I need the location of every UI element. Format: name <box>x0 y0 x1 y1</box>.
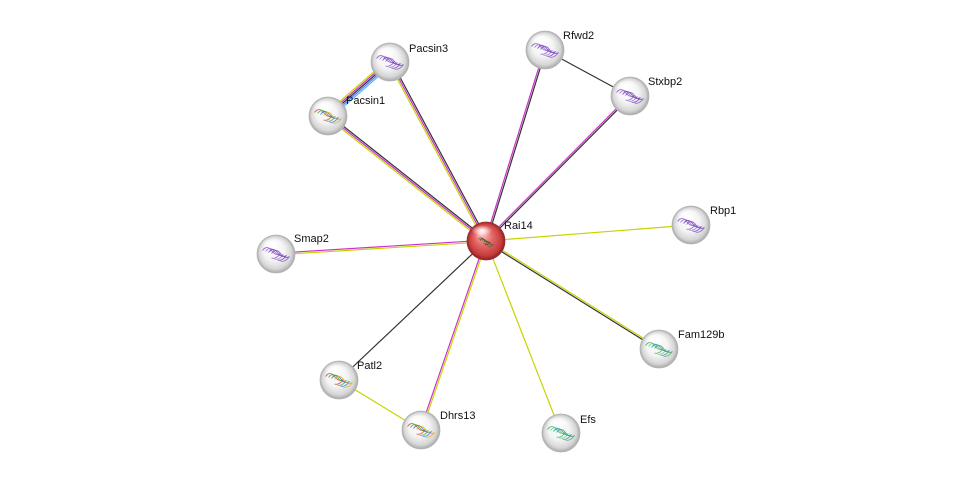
structure-trace <box>683 220 702 232</box>
ball-highlight <box>375 46 397 57</box>
structure-trace <box>320 111 339 123</box>
node-stxbp2[interactable]: Stxbp2 <box>610 76 682 116</box>
node-label-rai14: Rai14 <box>504 220 533 232</box>
edge-evidence-line <box>390 60 489 241</box>
edge-evidence-line <box>338 240 487 381</box>
structure-trace <box>323 112 342 124</box>
structure-trace <box>651 344 670 356</box>
structure-trace <box>556 429 575 441</box>
node-efs[interactable]: Efs <box>541 413 596 453</box>
ball-highlight <box>471 225 493 236</box>
ball-highlight <box>676 209 698 220</box>
structure-trace <box>413 425 432 437</box>
edge-rai14-rbp1[interactable] <box>485 224 692 242</box>
edge-evidence-line <box>326 116 486 243</box>
node-rfwd2[interactable]: Rfwd2 <box>525 30 594 70</box>
edge-evidence-line <box>485 239 661 349</box>
structure-trace <box>382 57 401 69</box>
node-label-pacsin3: Pacsin3 <box>409 43 448 55</box>
edges-layer <box>275 49 692 434</box>
ball-highlight <box>530 34 552 45</box>
node-label-pacsin1: Pacsin1 <box>346 95 385 107</box>
ball-highlight <box>644 333 666 344</box>
edge-rai14-efs[interactable] <box>485 240 562 434</box>
node-label-efs: Efs <box>580 414 596 426</box>
edge-rai14-pacsin1[interactable] <box>326 114 488 243</box>
edge-evidence-line <box>328 114 488 241</box>
ball-highlight <box>324 364 346 375</box>
structure-trace <box>537 45 556 57</box>
edge-evidence-line <box>484 241 660 351</box>
node-label-rfwd2: Rfwd2 <box>563 30 594 42</box>
structure-trace <box>625 92 644 104</box>
structure-trace <box>540 46 559 58</box>
ball-highlight <box>261 238 283 249</box>
node-pacsin3[interactable]: Pacsin3 <box>370 42 448 82</box>
edge-rai14-fam129b[interactable] <box>484 239 661 351</box>
edge-rai14-rfwd2[interactable] <box>484 49 547 242</box>
edge-evidence-line <box>419 240 486 431</box>
node-patl2[interactable]: Patl2 <box>319 360 382 400</box>
ball-highlight <box>313 100 335 111</box>
node-dhrs13[interactable]: Dhrs13 <box>401 410 475 450</box>
structure-trace <box>385 58 404 70</box>
edge-evidence-line <box>421 240 488 431</box>
node-label-patl2: Patl2 <box>357 360 382 372</box>
edge-evidence-line <box>485 95 632 243</box>
node-fam129b[interactable]: Fam129b <box>639 329 724 369</box>
edge-rai14-dhrs13[interactable] <box>419 240 488 431</box>
structure-trace <box>416 426 435 438</box>
node-label-smap2: Smap2 <box>294 233 329 245</box>
structure-trace <box>654 345 673 357</box>
edge-rai14-stxbp2[interactable] <box>484 94 632 243</box>
structure-trace <box>553 428 572 440</box>
ball-highlight <box>406 414 428 425</box>
edge-evidence-line <box>484 94 631 242</box>
edge-evidence-line <box>485 240 562 434</box>
node-smap2[interactable]: Smap2 <box>256 233 329 274</box>
node-label-rbp1: Rbp1 <box>710 205 736 217</box>
edge-rai14-smap2[interactable] <box>275 239 487 256</box>
node-label-dhrs13: Dhrs13 <box>440 410 475 422</box>
edge-rai14-pacsin3[interactable] <box>387 60 489 243</box>
structure-trace <box>622 91 641 103</box>
node-rbp1[interactable]: Rbp1 <box>671 205 736 245</box>
edge-evidence-line <box>486 49 547 242</box>
structure-trace <box>331 375 350 387</box>
edge-evidence-line <box>275 241 487 256</box>
edge-rai14-patl2[interactable] <box>338 240 487 381</box>
structure-trace <box>334 376 353 388</box>
edge-evidence-line <box>389 61 487 242</box>
edge-evidence-line <box>327 115 487 242</box>
node-rai14[interactable]: Rai14 <box>466 220 533 261</box>
ball-highlight <box>546 417 568 428</box>
edge-evidence-line <box>275 239 487 254</box>
node-pacsin1[interactable]: Pacsin1 <box>308 95 385 136</box>
structure-trace <box>268 249 287 261</box>
node-label-fam129b: Fam129b <box>678 329 724 341</box>
structure-trace <box>271 250 290 262</box>
structure-trace <box>483 240 494 248</box>
structure-trace <box>686 221 705 233</box>
edge-evidence-line <box>387 62 486 243</box>
edge-evidence-line <box>485 224 692 242</box>
ball-highlight <box>615 80 637 91</box>
edge-evidence-line <box>484 49 545 242</box>
node-label-stxbp2: Stxbp2 <box>648 76 682 88</box>
